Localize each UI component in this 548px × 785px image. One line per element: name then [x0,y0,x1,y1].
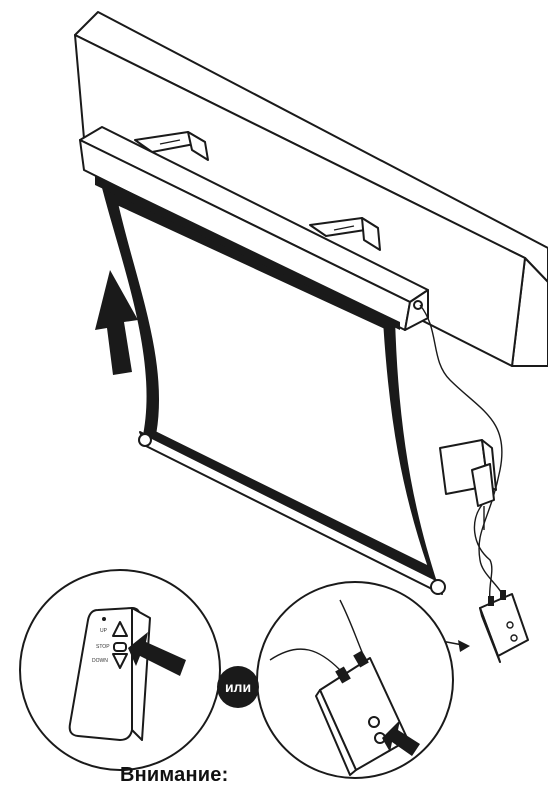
remote-down-label: DOWN [92,658,108,664]
remote-control: UP STOP DOWN [68,607,151,741]
switch-pointing-arrow-icon [382,720,420,756]
upward-arrow-icon [95,270,138,375]
projector-screen-housing [79,126,429,331]
control-switch-box [479,590,529,663]
remote-zoom-circle: UP STOP DOWN [19,569,221,771]
or-badge: или [217,666,259,708]
projector-screen [100,180,446,595]
mounting-bracket-left [134,131,209,161]
remote-stop-label: STOP [96,644,110,650]
power-cable [419,304,506,601]
plug-icon [471,463,495,530]
pointing-arrow-icon [128,632,186,676]
warning-heading: Внимание: [120,764,229,785]
switch-zoom-circle [256,581,454,779]
mounting-bracket-right [309,217,381,251]
remote-up-label: UP [100,628,108,634]
